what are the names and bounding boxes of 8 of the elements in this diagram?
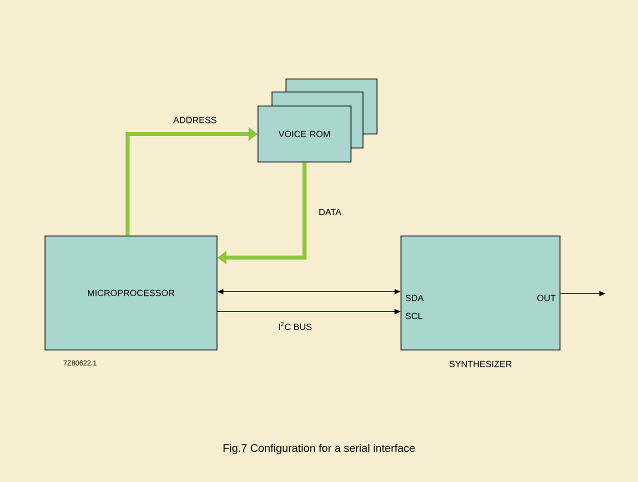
memory-stack: VOICE ROM xyxy=(258,78,378,162)
processor-box: MICROPROCESSOR xyxy=(44,236,218,350)
pin-label: OUT xyxy=(537,294,556,302)
edge-label: I$^{2}$C BUS xyxy=(277,320,313,332)
caption: Fig.7 Configuration for a serial interface xyxy=(224,444,415,454)
pin-label: SCL xyxy=(406,312,422,320)
pin-label: SDA xyxy=(406,294,424,302)
block-caption: SYNTHESIZER xyxy=(449,360,512,368)
